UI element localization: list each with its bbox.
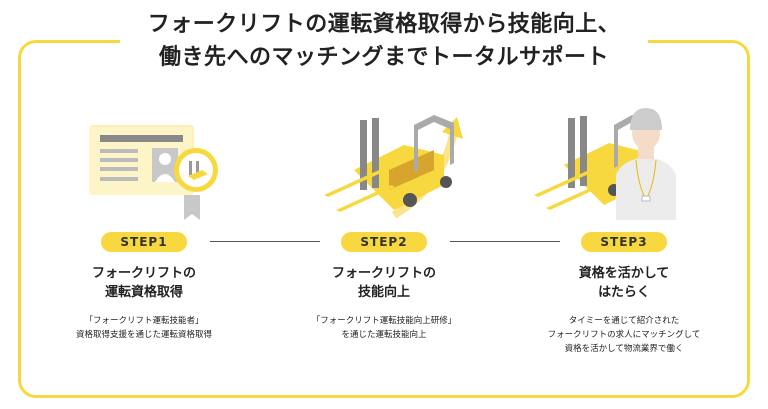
forklift-worker-illustration: [504, 90, 744, 220]
step-connector: [210, 241, 320, 242]
step-badge: STEP3: [581, 232, 667, 252]
step-connector: [450, 241, 560, 242]
step-heading: フォークリフトの運転資格取得: [91, 266, 196, 300]
title-line-1: フォークリフトの運転資格取得から技能向上、: [147, 12, 621, 37]
license-card-illustration: [24, 90, 264, 220]
page-title: フォークリフトの運転資格取得から技能向上、 働き先へのマッチングまでトータルサポ…: [120, 8, 648, 74]
step-heading: フォークリフトの技能向上: [331, 266, 436, 300]
step-description: 「フォークリフト運転技能者」資格取得支援を通じた運転資格取得: [75, 316, 212, 340]
step-description: 「フォークリフト運転技能向上研修」を通じた運転技能向上: [311, 316, 457, 340]
step-2: STEP2 フォークリフトの技能向上 「フォークリフト運転技能向上研修」を通じた…: [264, 90, 504, 342]
step-description: タイミーを通じて紹介されたフォークリフトの求人にマッチングして資格を活かして物流…: [547, 316, 701, 354]
step-heading: 資格を活かしてはたらく: [578, 266, 670, 300]
step-badge: STEP2: [341, 232, 427, 252]
step-1: STEP1 フォークリフトの運転資格取得 「フォークリフト運転技能者」資格取得支…: [24, 90, 264, 342]
forklift-growth-illustration: [264, 90, 504, 220]
title-line-2: 働き先へのマッチングまでトータルサポート: [158, 45, 609, 70]
step-badge: STEP1: [101, 232, 187, 252]
step-3: STEP3 資格を活かしてはたらく タイミーを通じて紹介されたフォークリフトの求…: [504, 90, 744, 356]
